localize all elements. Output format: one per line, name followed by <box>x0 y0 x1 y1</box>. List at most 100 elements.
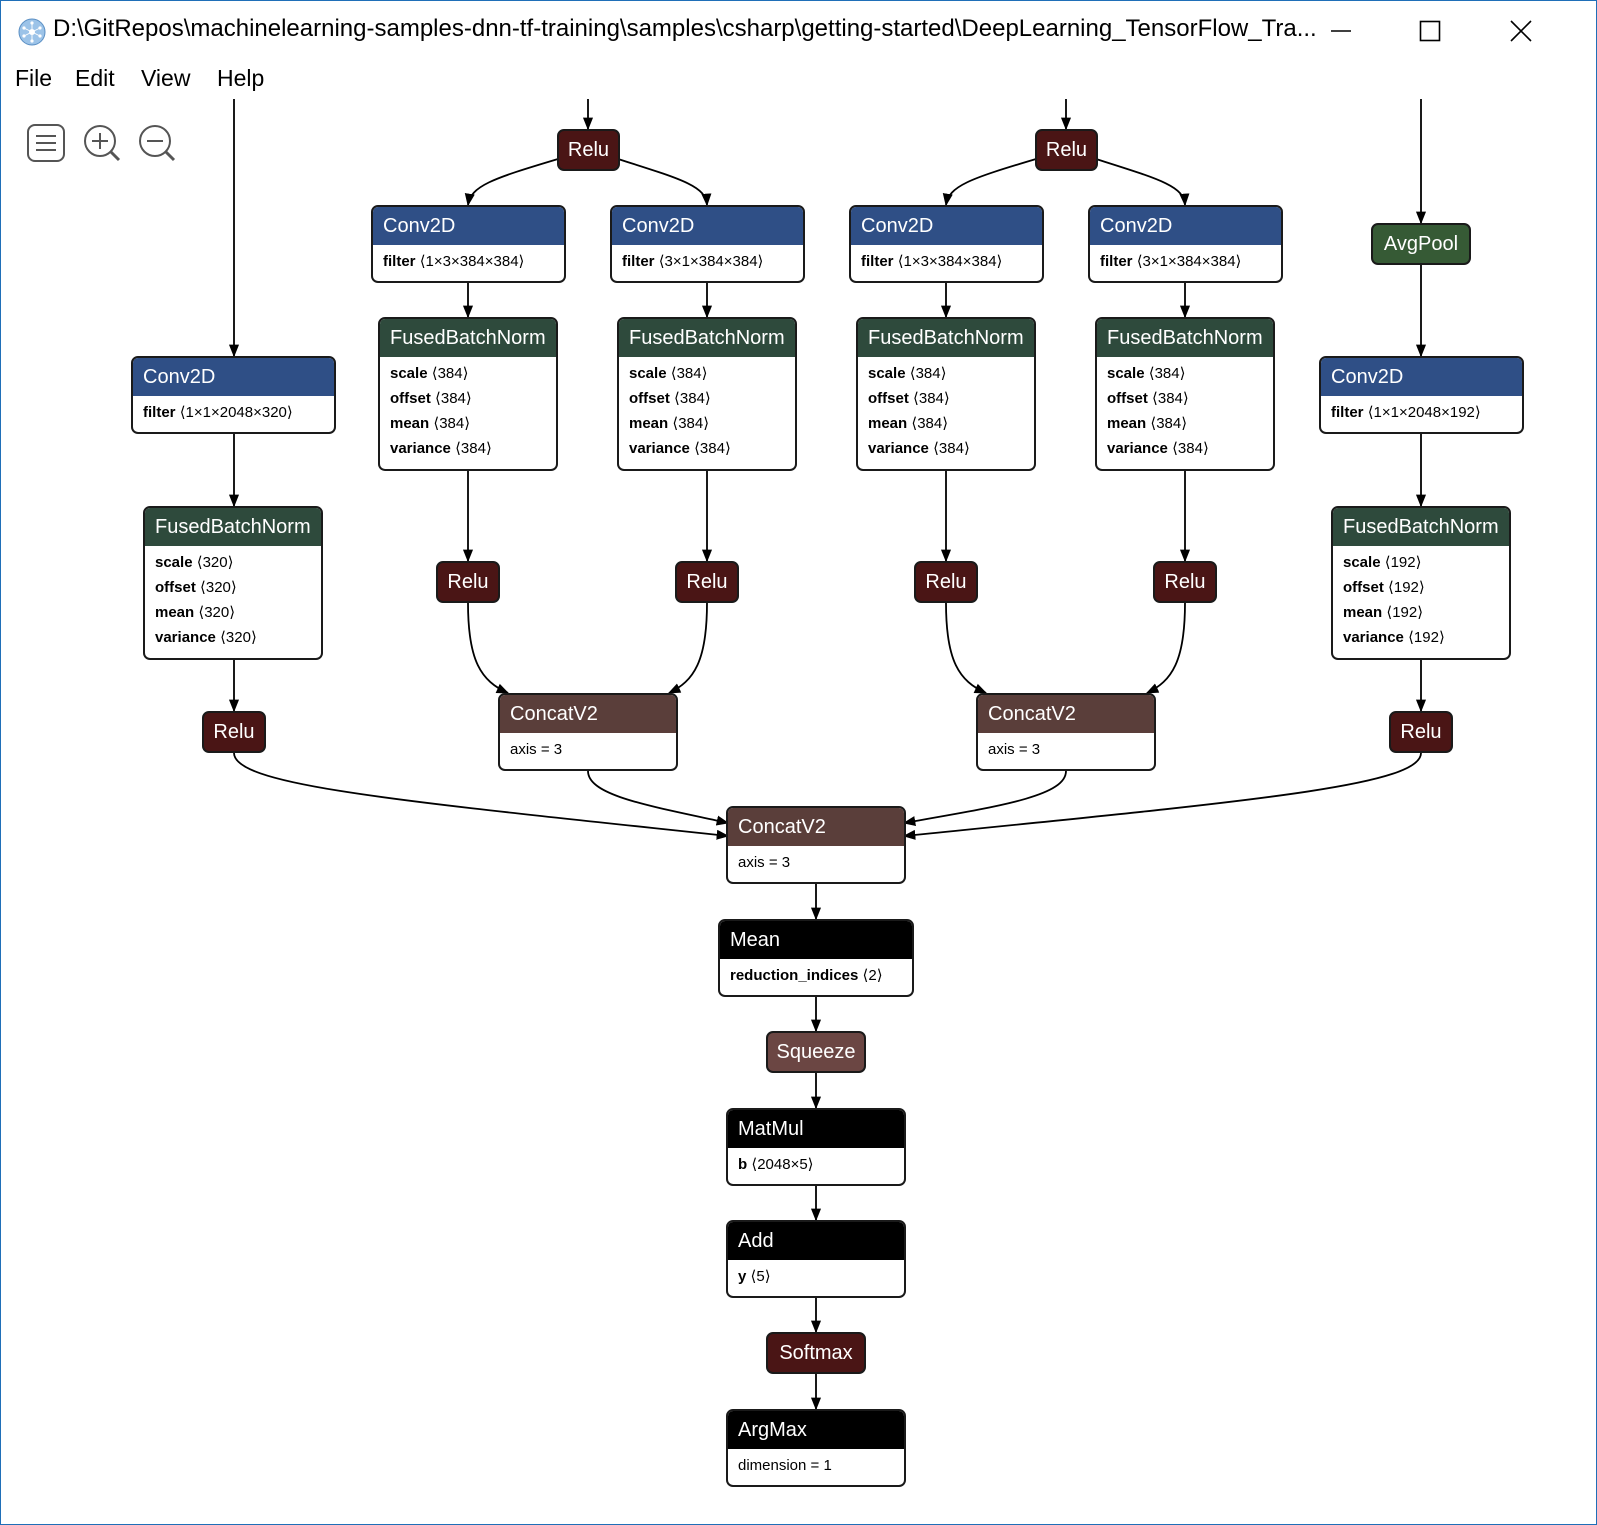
node-relu[interactable]: Relu <box>557 129 620 171</box>
node-relu[interactable]: Relu <box>202 711 266 753</box>
node-concatv2[interactable]: ConcatV2 axis = 3 <box>976 693 1156 771</box>
edge <box>1145 602 1186 694</box>
node-attribute: mean ⟨384⟩ <box>629 415 710 432</box>
zoom-out-icon[interactable] <box>137 123 177 163</box>
edge <box>233 752 730 840</box>
node-attribute: variance ⟨384⟩ <box>868 440 970 457</box>
edge <box>902 770 1067 827</box>
node-avgpool[interactable]: AvgPool <box>1371 223 1471 265</box>
node-header: ArgMax <box>728 1411 904 1449</box>
node-attribute: variance ⟨384⟩ <box>629 440 731 457</box>
node-attribute: mean ⟨192⟩ <box>1343 604 1424 621</box>
node-conv2d[interactable]: Conv2D filter ⟨1×1×2048×320⟩ <box>131 356 336 434</box>
node-attribute: scale ⟨384⟩ <box>629 365 708 382</box>
edge <box>945 602 988 694</box>
node-attribute: axis = 3 <box>738 854 791 871</box>
node-attribute: filter ⟨1×3×384×384⟩ <box>861 253 1003 270</box>
menu-help[interactable]: Help <box>217 65 265 91</box>
node-add[interactable]: Add y ⟨5⟩ <box>726 1220 906 1298</box>
node-relu[interactable]: Relu <box>1153 561 1217 603</box>
sidebar-menu-icon[interactable] <box>26 123 66 163</box>
node-conv2d[interactable]: Conv2D filter ⟨3×1×384×384⟩ <box>610 205 805 283</box>
node-header: MatMul <box>728 1110 904 1148</box>
node-attribute: reduction_indices ⟨2⟩ <box>730 967 883 984</box>
node-header: ConcatV2 <box>500 695 676 733</box>
node-header: FusedBatchNorm <box>619 319 795 357</box>
node-header: Conv2D <box>851 207 1042 245</box>
node-relu[interactable]: Relu <box>1389 711 1453 753</box>
node-concatv2[interactable]: ConcatV2 axis = 3 <box>498 693 678 771</box>
node-argmax[interactable]: ArgMax dimension = 1 <box>726 1409 906 1487</box>
minimize-icon <box>1331 30 1351 32</box>
node-header: FusedBatchNorm <box>145 508 321 546</box>
edge <box>667 602 708 694</box>
title-bar: D:\GitRepos\machinelearning-samples-dnn-… <box>1 1 1596 61</box>
node-attribute: b ⟨2048×5⟩ <box>738 1156 814 1173</box>
node-attribute: scale ⟨384⟩ <box>1107 365 1186 382</box>
node-attribute: offset ⟨384⟩ <box>629 390 711 407</box>
node-attribute: offset ⟨384⟩ <box>1107 390 1189 407</box>
node-attribute: filter ⟨3×1×384×384⟩ <box>622 253 764 270</box>
node-header: Conv2D <box>1321 358 1522 396</box>
node-header: ConcatV2 <box>978 695 1154 733</box>
node-conv2d[interactable]: Conv2D filter ⟨1×1×2048×192⟩ <box>1319 356 1524 434</box>
node-attribute: mean ⟨384⟩ <box>1107 415 1188 432</box>
node-header: FusedBatchNorm <box>380 319 556 357</box>
node-attribute: filter ⟨1×1×2048×192⟩ <box>1331 404 1481 421</box>
node-conv2d[interactable]: Conv2D filter ⟨1×3×384×384⟩ <box>849 205 1044 283</box>
minimize-button[interactable] <box>1318 11 1364 51</box>
close-button[interactable] <box>1498 11 1544 51</box>
node-header: Add <box>728 1222 904 1260</box>
node-attribute: y ⟨5⟩ <box>738 1268 771 1285</box>
node-attribute: offset ⟨384⟩ <box>390 390 472 407</box>
zoom-in-icon[interactable] <box>82 123 122 163</box>
node-header: FusedBatchNorm <box>858 319 1034 357</box>
node-attribute: mean ⟨320⟩ <box>155 604 236 621</box>
node-attribute: offset ⟨320⟩ <box>155 579 237 596</box>
close-icon <box>1510 20 1532 42</box>
node-relu[interactable]: Relu <box>675 561 739 603</box>
edge <box>617 158 712 207</box>
node-fusedbatchnorm[interactable]: FusedBatchNorm scale ⟨384⟩ offset ⟨384⟩ … <box>617 317 797 471</box>
menu-file[interactable]: File <box>15 65 53 91</box>
node-attribute: filter ⟨1×1×2048×320⟩ <box>143 404 293 421</box>
node-attribute: mean ⟨384⟩ <box>390 415 471 432</box>
node-squeeze[interactable]: Squeeze <box>766 1031 866 1073</box>
edge <box>1095 158 1190 207</box>
node-attribute: variance ⟨192⟩ <box>1343 629 1445 646</box>
node-relu[interactable]: Relu <box>914 561 978 603</box>
node-fusedbatchnorm[interactable]: FusedBatchNorm scale ⟨384⟩ offset ⟨384⟩ … <box>1095 317 1275 471</box>
node-mean[interactable]: Mean reduction_indices ⟨2⟩ <box>718 919 914 997</box>
node-concatv2[interactable]: ConcatV2 axis = 3 <box>726 806 906 884</box>
node-fusedbatchnorm[interactable]: FusedBatchNorm scale ⟨384⟩ offset ⟨384⟩ … <box>856 317 1036 471</box>
node-conv2d[interactable]: Conv2D filter ⟨3×1×384×384⟩ <box>1088 205 1283 283</box>
node-header: Conv2D <box>373 207 564 245</box>
node-fusedbatchnorm[interactable]: FusedBatchNorm scale ⟨192⟩ offset ⟨192⟩ … <box>1331 506 1511 660</box>
menu-view[interactable]: View <box>141 65 191 91</box>
edge <box>467 602 510 694</box>
node-header: FusedBatchNorm <box>1097 319 1273 357</box>
node-conv2d[interactable]: Conv2D filter ⟨1×3×384×384⟩ <box>371 205 566 283</box>
node-relu[interactable]: Relu <box>436 561 500 603</box>
node-attribute: filter ⟨3×1×384×384⟩ <box>1100 253 1242 270</box>
node-attribute: offset ⟨192⟩ <box>1343 579 1425 596</box>
node-header: Conv2D <box>133 358 334 396</box>
node-fusedbatchnorm[interactable]: FusedBatchNorm scale ⟨320⟩ offset ⟨320⟩ … <box>143 506 323 660</box>
edge <box>942 158 1037 207</box>
node-attribute: mean ⟨384⟩ <box>868 415 949 432</box>
edge <box>587 770 730 826</box>
node-matmul[interactable]: MatMul b ⟨2048×5⟩ <box>726 1108 906 1186</box>
menu-edit[interactable]: Edit <box>75 65 115 91</box>
netron-app-icon <box>18 18 46 46</box>
maximize-button[interactable] <box>1407 11 1453 51</box>
node-fusedbatchnorm[interactable]: FusedBatchNorm scale ⟨384⟩ offset ⟨384⟩ … <box>378 317 558 471</box>
node-softmax[interactable]: Softmax <box>766 1332 866 1374</box>
node-relu[interactable]: Relu <box>1035 129 1098 171</box>
node-attribute: scale ⟨320⟩ <box>155 554 234 571</box>
maximize-icon <box>1419 20 1441 42</box>
node-attribute: offset ⟨384⟩ <box>868 390 950 407</box>
edge <box>464 158 559 207</box>
node-header: Conv2D <box>1090 207 1281 245</box>
